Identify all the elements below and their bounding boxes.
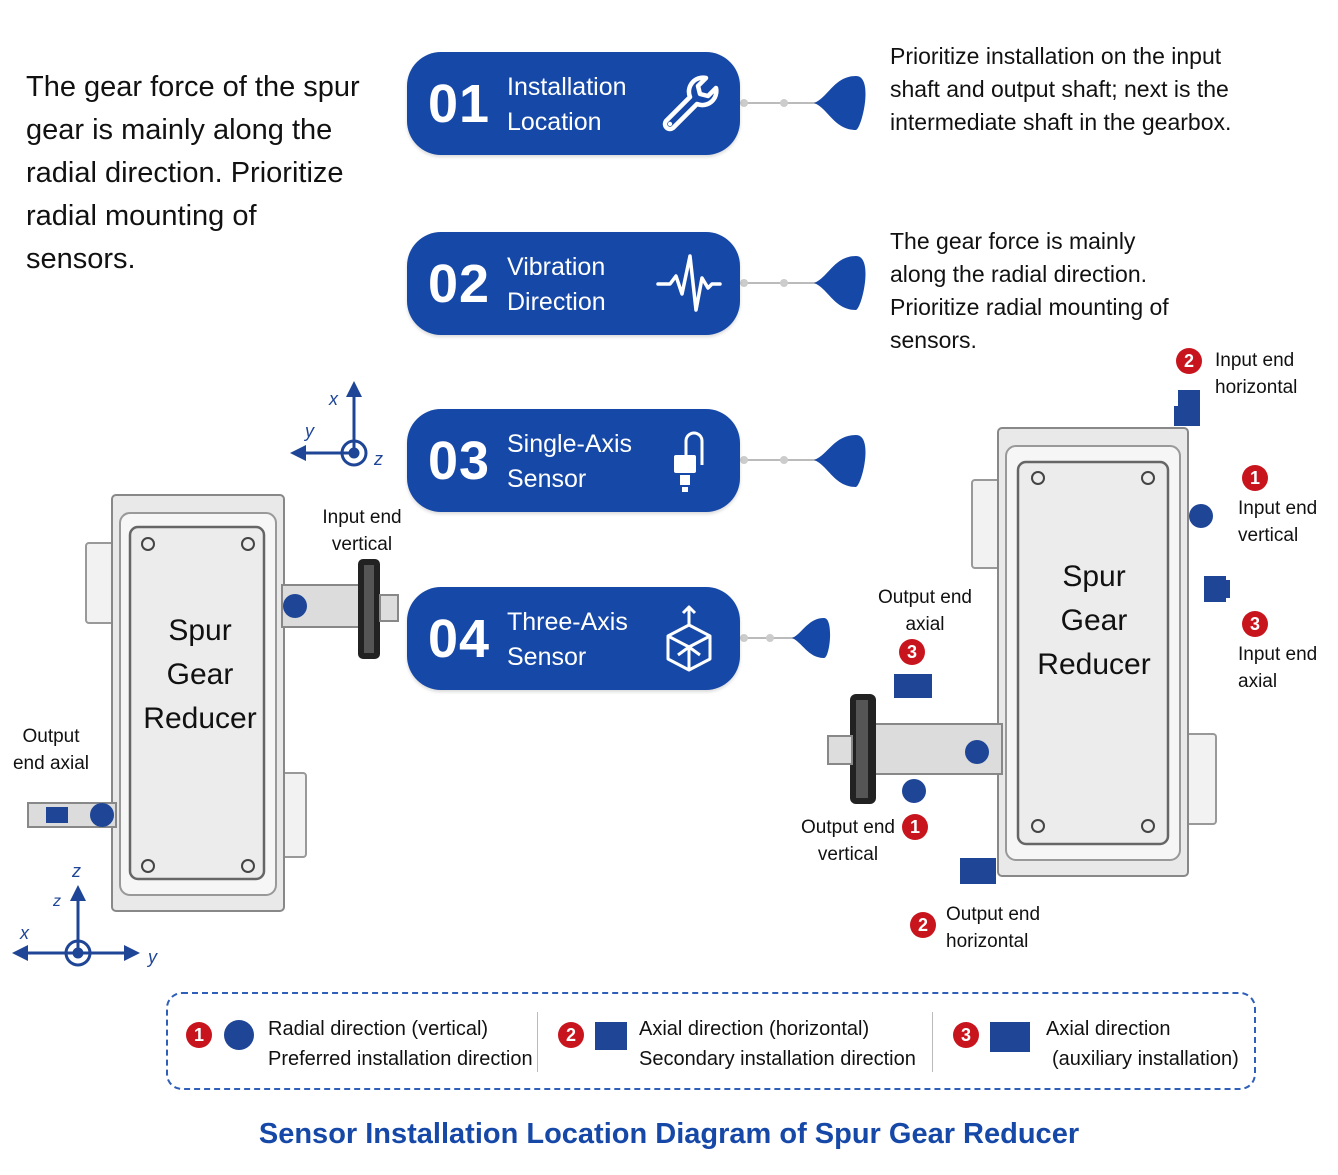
legend-1-line2: Preferred installation direction [268,1048,533,1070]
axis-top-x-label: x [328,389,339,409]
step-pill-01: 01 Installation Location [407,52,740,155]
legend-1-number: 1 [186,1022,212,1048]
marker-1-output-vertical: 1 [902,814,928,840]
output-horizontal-label: Output end horizontal [946,904,1041,952]
single-axis-sensor-icon [674,431,704,492]
step-pill-03: 03 Single-Axis Sensor [407,409,740,512]
output-axial-label: Output end axial [877,587,973,635]
input-axial-label: Input end axial [1238,644,1318,692]
legend-box: 1 Radial direction (vertical) Preferred … [166,992,1256,1090]
legend-radial-circle-icon [224,1020,254,1050]
wrench-icon [662,75,719,132]
axis-triad-bottom [12,885,140,967]
balloon-3 [814,435,866,487]
axis-top-z-label: z [373,449,383,469]
step-number: 02 [428,254,491,314]
step-label: Single-Axis Sensor [507,430,633,493]
waveform-icon [656,254,722,312]
axis-triad-top [290,381,368,467]
output-axial-sensor [894,674,932,698]
step-number: 04 [428,609,491,669]
right-gearbox-body [971,427,1217,877]
legend-axial-square-icon [595,1022,627,1050]
connector-layer [740,76,866,658]
axis-bottom-x-label: x [19,923,30,943]
intro-text: The gear force of the spur gear is mainl… [26,71,360,275]
left-input-shaft [281,559,399,659]
step-pill-04: 04 Three-Axis Sensor [407,587,740,690]
axis-bottom-z-label: z [71,861,81,881]
axis-bottom-z-label-small: z [52,893,61,910]
marker-3-output-axial: 3 [899,639,925,665]
step-label: Installation Location [507,73,627,136]
sensor-radial-marker [283,594,307,618]
step-label: Vibration Direction [507,253,606,316]
legend-3-line2: (auxiliary installation) [1052,1048,1239,1070]
marker-2-input-horizontal: 2 [1176,348,1202,374]
three-axis-cube-icon [666,605,712,672]
left-input-label: Input end vertical [322,507,402,555]
output-radial-sensor-shaft [965,740,989,764]
balloon-2 [814,256,866,310]
diagram-caption: Sensor Installation Location Diagram of … [258,1118,1080,1150]
left-output-shaft [27,802,117,828]
axis-bottom-y-label: y [146,947,158,967]
step-01-description: Prioritize installation on the input sha… [890,43,1232,135]
legend-2-line2: Secondary installation direction [639,1048,916,1070]
marker-3-input-axial: 3 [1242,611,1268,637]
marker-1-input-vertical: 1 [1242,465,1268,491]
right-output-shaft [827,694,1003,804]
step-pill-02: 02 Vibration Direction [407,232,740,335]
sensor-radial-marker [90,803,114,827]
input-vertical-label: Input end vertical [1238,498,1318,546]
input-vertical-sensor [1189,504,1213,528]
axis-top-y-label: y [303,421,315,441]
legend-1-line1: Radial direction (vertical) [268,1018,489,1040]
step-label: Three-Axis Sensor [507,608,628,671]
legend-3-line1: Axial direction [1046,1018,1171,1040]
output-vertical-sensor [902,779,926,803]
connector-3 [740,435,866,487]
step-02-description: The gear force is mainly along the radia… [890,228,1169,353]
left-gearbox-body [85,494,307,912]
legend-2-number: 2 [558,1022,584,1048]
step-number: 01 [428,74,491,134]
marker-2-output-horizontal: 2 [910,912,936,938]
step-number: 03 [428,431,491,491]
legend-auxiliary-square-icon [990,1022,1030,1052]
balloon-4 [792,618,831,658]
connector-2 [740,256,866,310]
input-horizontal-label: Input end horizontal [1215,350,1298,398]
balloon-1 [814,76,866,130]
legend-divider [537,1012,538,1072]
legend-3-number: 3 [953,1022,979,1048]
legend-divider [932,1012,933,1072]
output-vertical-label: Output end vertical [800,817,896,865]
output-horizontal-sensor [960,858,996,884]
sensor-axial-marker [46,807,68,823]
legend-2-line1: Axial direction (horizontal) [639,1018,870,1040]
connector-4 [740,618,831,658]
connector-1 [740,76,866,130]
left-output-label: Output end axial [12,726,90,774]
